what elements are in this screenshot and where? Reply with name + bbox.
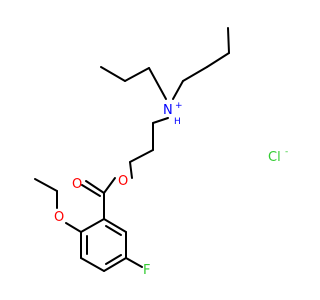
chloride-charge: - bbox=[285, 147, 288, 157]
bond bbox=[80, 218, 105, 233]
bond bbox=[152, 117, 169, 124]
bond bbox=[81, 184, 101, 197]
bond bbox=[85, 180, 105, 194]
chloride-counterion: Cl - bbox=[268, 147, 288, 165]
bond bbox=[103, 177, 116, 194]
bond bbox=[103, 218, 127, 233]
nitrogen-charge: + bbox=[175, 101, 183, 111]
butyl-chain-right bbox=[172, 27, 230, 100]
bond bbox=[100, 66, 126, 82]
structure-diagram: N + H O O O F Cl - bbox=[34, 27, 288, 278]
carbonyl-oxygen-label: O bbox=[72, 177, 82, 192]
bond bbox=[129, 149, 154, 163]
bond bbox=[148, 67, 167, 100]
bond bbox=[34, 178, 58, 192]
ester-oxygen-label: O bbox=[118, 174, 128, 189]
butyl-chain-left bbox=[100, 66, 167, 100]
propyl-linker bbox=[129, 117, 169, 179]
bond bbox=[105, 254, 122, 265]
ester-group bbox=[81, 177, 116, 220]
bond bbox=[103, 257, 127, 272]
bond bbox=[125, 257, 143, 268]
ether-oxygen-label: O bbox=[54, 210, 64, 225]
bond bbox=[105, 225, 122, 236]
nitrogen-hydrogen: H bbox=[174, 117, 181, 127]
bond bbox=[65, 222, 82, 233]
bond bbox=[124, 67, 150, 82]
bond bbox=[172, 80, 184, 100]
bond bbox=[80, 257, 105, 272]
nitrogen-label: N bbox=[163, 103, 173, 118]
bond bbox=[206, 52, 230, 68]
ethoxy-group bbox=[34, 178, 82, 233]
bond bbox=[182, 66, 208, 82]
bond bbox=[129, 161, 133, 179]
fluorine-label: F bbox=[143, 263, 150, 278]
benzene-ring bbox=[80, 218, 127, 272]
bond bbox=[227, 27, 230, 54]
chloride-label: Cl bbox=[268, 150, 281, 165]
